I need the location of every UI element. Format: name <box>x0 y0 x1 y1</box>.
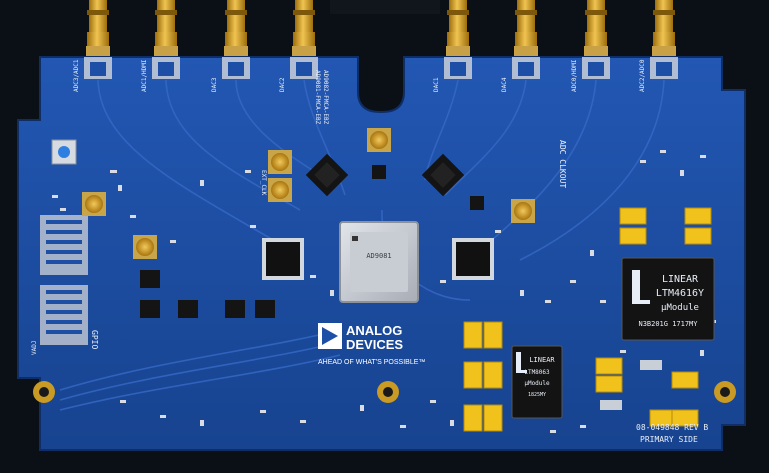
small-ic-row <box>140 270 275 318</box>
main-chip: AD9081 <box>339 221 419 303</box>
ltm-left-part: LTM4616Y <box>656 288 704 299</box>
sma-connector-3 <box>224 0 248 58</box>
label-adc-clkout: ADC CLKOUT <box>558 140 567 188</box>
reset-pushbutton <box>51 139 77 165</box>
sma-connector-4 <box>292 0 316 58</box>
ltm-small-part: LTM8063 <box>524 369 550 376</box>
logo-line2: DEVICES <box>346 337 403 352</box>
linear-logo-icon <box>632 270 650 304</box>
ltm-small-brand: LINEAR <box>529 356 555 364</box>
analog-devices-logo: ANALOG DEVICES AHEAD OF WHAT'S POSSIBLE™ <box>318 323 425 366</box>
linear-logo-small-icon <box>516 352 527 373</box>
ltm-small-code: 1825MY <box>528 392 546 398</box>
sma-connector-8 <box>652 0 676 58</box>
logo-tagline: AHEAD OF WHAT'S POSSIBLE™ <box>318 359 425 366</box>
label-ext-clk: EXT_CLK <box>260 170 267 196</box>
sma-connectors <box>86 0 676 58</box>
label-vadj: VADJ <box>31 341 38 355</box>
label-gpio: GPIO <box>90 330 99 349</box>
ltm-left-sub: µModule <box>661 303 699 313</box>
sma-connector-6 <box>514 0 538 58</box>
ltm8063-module: LINEAR LTM8063 µModule 1825MY <box>511 345 563 419</box>
sma-connector-1 <box>86 0 110 58</box>
mounting-holes <box>33 381 736 403</box>
label-fmc-1: AD9081-FMCA-EBZ <box>314 70 321 125</box>
label-fmc-2: AD9082-FMCA-EBZ <box>322 70 329 125</box>
left-header-blocks <box>40 215 88 345</box>
label-dac2: DAC2 <box>279 77 286 92</box>
tantalum-capacitors <box>463 207 712 432</box>
analog-devices-triangle-icon <box>322 327 338 345</box>
logo-line1: ANALOG <box>346 323 402 338</box>
board-sma-pads <box>82 128 535 259</box>
label-dac1: DAC1 <box>433 77 440 92</box>
label-dac4: DAC4 <box>501 77 508 92</box>
ltm-left-code: N3B201G 1717MY <box>638 320 698 328</box>
clock-modules <box>262 238 494 280</box>
label-adc1: ADC1/HDMI <box>141 59 148 92</box>
label-adc0: ADC0/HDMI <box>571 59 578 92</box>
label-dac3: DAC3 <box>211 77 218 92</box>
label-adc3: ADC3/ADC1 <box>73 59 80 92</box>
main-chip-label: AD9081 <box>366 252 391 260</box>
label-primary-side: PRIMARY SIDE <box>640 435 698 444</box>
silkscreen-labels: ADC3/ADC1 ADC1/HDMI DAC3 DAC2 DAC1 DAC4 … <box>31 59 708 444</box>
sma-connector-2 <box>154 0 178 58</box>
sma-connector-5 <box>446 0 470 58</box>
ltm-small-sub: µModule <box>524 380 550 387</box>
ltm4616-module: LINEAR LTM4616Y µModule N3B201G 1717MY <box>621 257 715 341</box>
label-board-id: 08-049848 REV B <box>636 423 708 432</box>
ltm-left-brand: LINEAR <box>662 274 699 285</box>
sma-connector-7 <box>584 0 608 58</box>
label-adc2: ADC2/ADC0 <box>639 59 646 92</box>
balun-chips <box>305 153 484 210</box>
smd-components <box>52 150 716 433</box>
